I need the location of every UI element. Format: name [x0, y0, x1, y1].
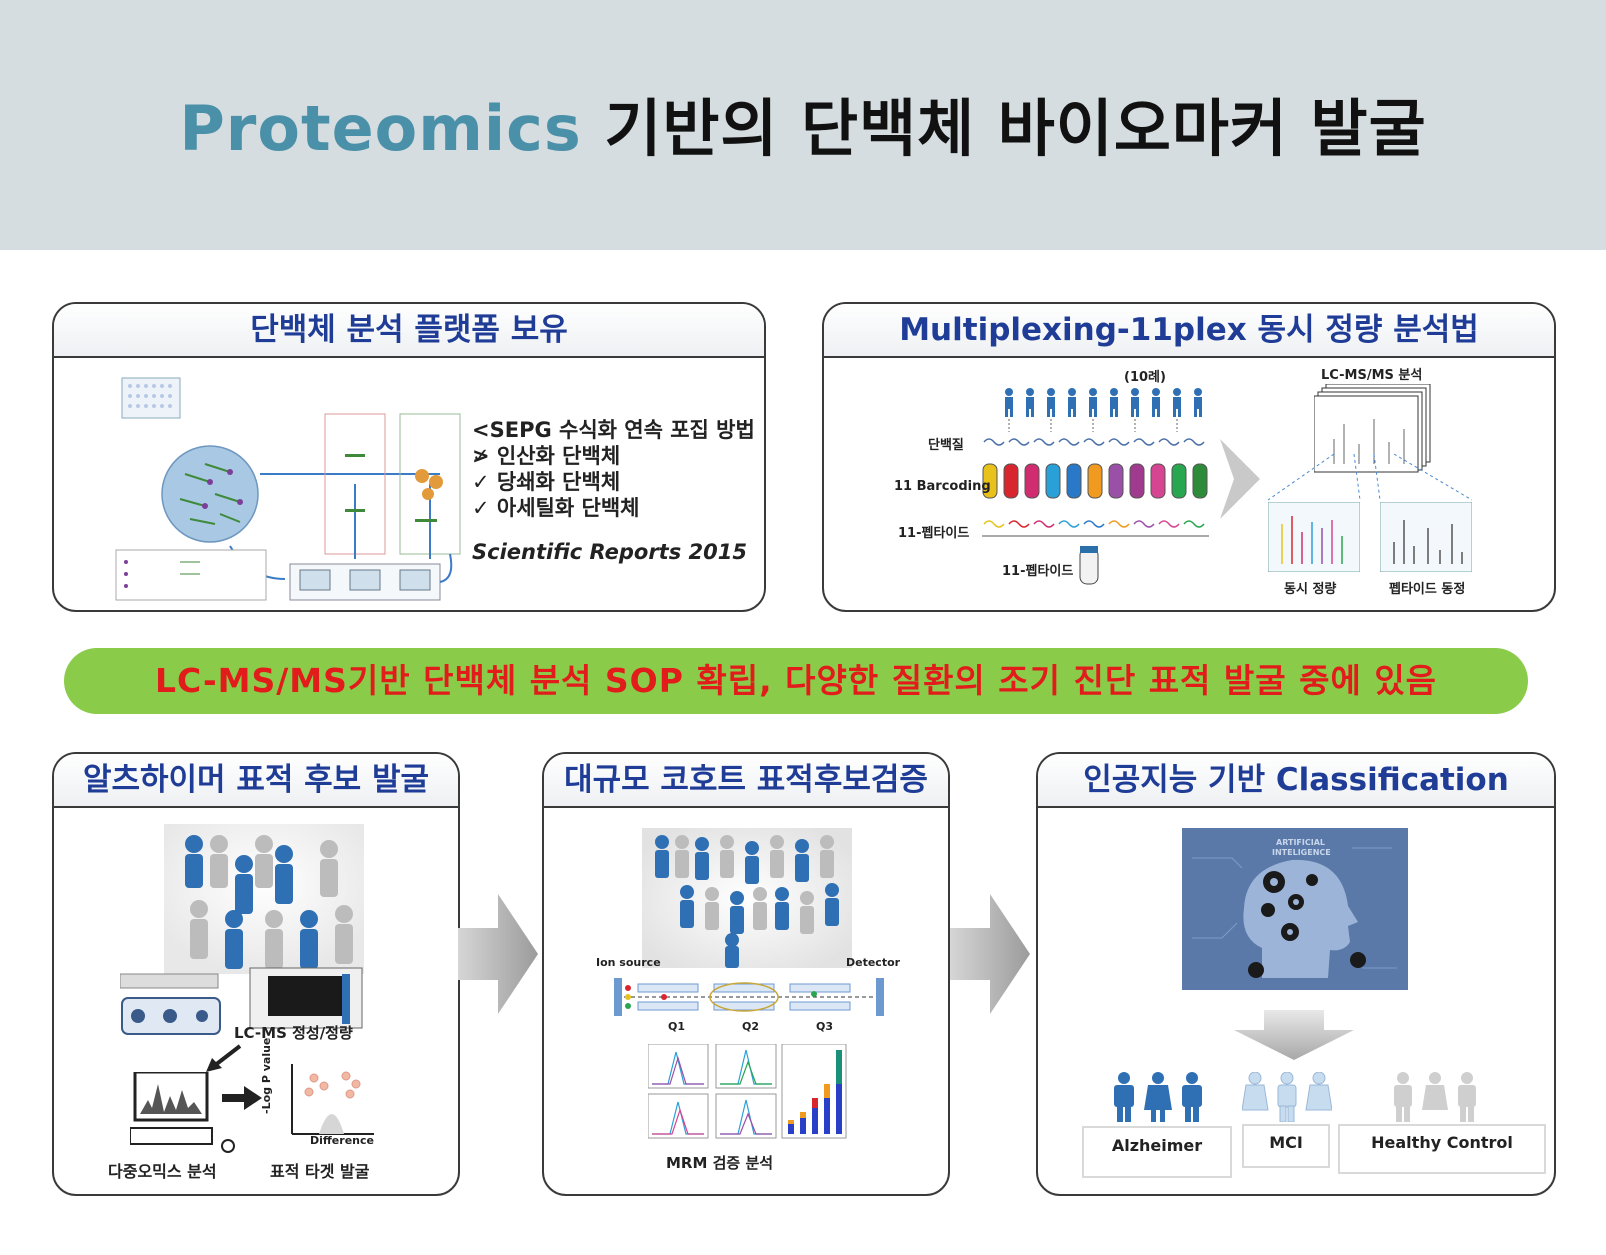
panel-protein-platform-title: 단백체 분석 플랫폼 보유 — [54, 304, 764, 358]
header-band — [0, 0, 1606, 250]
citation: Scientific Reports 2015 — [472, 540, 747, 564]
quad-q2-label: Q2 — [742, 1020, 760, 1033]
bottom-label-multiomics: 다중오믹스 분석 — [108, 1162, 217, 1181]
triple-quad-diagram — [614, 978, 884, 1016]
summary-banner: LC-MS/MS기반 단백체 분석 SOP 확립, 다양한 질환의 조기 진단 … — [64, 648, 1528, 714]
group-label-healthy: Healthy Control — [1338, 1124, 1546, 1174]
panel-protein-platform: 단백체 분석 플랫폼 보유 <SEPG 수식화 연속 포집 방법> ✓ 인산화 … — [52, 302, 766, 612]
ai-brain-image — [1182, 828, 1408, 990]
row-label-protein: 단백질 — [928, 438, 964, 453]
panel-ai-classification: 인공지능 기반 Classification ARTIFICIAL INTELI… — [1036, 752, 1556, 1196]
computer-icon — [130, 1072, 235, 1153]
arrow-right-icon — [950, 894, 1030, 1014]
title-rest: 기반의 단백체 바이오마커 발굴 — [581, 92, 1427, 165]
group-healthy-icons — [1394, 1072, 1476, 1122]
group-label-mci: MCI — [1242, 1124, 1330, 1168]
panel-alzheimer-target-title: 알츠하이머 표적 후보 발굴 — [54, 754, 458, 808]
arrow-right-icon — [458, 894, 538, 1014]
tube-label: 11-펩타이드 — [1002, 564, 1074, 579]
bottom-label-target: 표적 타겟 발굴 — [270, 1162, 370, 1181]
row-label-barcoding: 11 Barcoding — [894, 479, 991, 494]
ai-text-line2: INTELIGENCE — [1272, 848, 1331, 857]
sepg-item-glyco: ✓ 당쇄화 단백체 — [472, 470, 621, 494]
ion-source-label: Ion source — [596, 956, 661, 969]
mrm-chromatograms — [648, 1044, 847, 1139]
mrm-label: MRM 검증 분석 — [666, 1154, 774, 1172]
sepg-item-phospho: ✓ 인산화 단백체 — [472, 444, 621, 468]
quad-q1-label: Q1 — [668, 1020, 686, 1033]
group-label-alzheimer: Alzheimer — [1082, 1126, 1232, 1178]
group-alzheimer-icons — [1114, 1072, 1202, 1122]
spectrum-zoom-lines — [1267, 454, 1473, 501]
panel-cohort-validation-title: 대규모 코호트 표적후보검증 — [544, 754, 948, 808]
bottom-label-id: 펩타이드 동정 — [1389, 582, 1466, 597]
sepg-workflow-diagram — [115, 377, 461, 601]
crowd-image — [642, 828, 852, 968]
panel-cohort-validation: 대규모 코호트 표적후보검증 Ion source Detector — [542, 752, 950, 1196]
arrow-right-icon — [222, 1086, 262, 1110]
title-accent: Proteomics — [179, 92, 582, 165]
multiplex-diagram — [982, 388, 1209, 585]
panel-multiplexing-title: Multiplexing-11plex 동시 정량 분석법 — [824, 304, 1554, 358]
panel-alzheimer-target: 알츠하이머 표적 후보 발굴 LC-MS 정성/정량 — [52, 752, 460, 1196]
volcano-axis-y: -Log P value — [260, 1037, 273, 1114]
crowd-image — [164, 824, 364, 974]
ai-text-line1: ARTIFICIAL — [1276, 838, 1326, 847]
sepg-item-acetyl: ✓ 아세틸화 단백체 — [472, 496, 640, 520]
volcano-axis-x: Difference — [310, 1134, 374, 1147]
ms-spectra-stack — [1314, 384, 1431, 473]
arrow-right-icon — [1220, 439, 1260, 519]
arrow-down-icon — [1234, 1010, 1354, 1060]
sample-count-label: (10례) — [1124, 370, 1166, 385]
spectrum-id — [1380, 502, 1472, 572]
page-title: Proteomics 기반의 단백체 바이오마커 발굴 — [0, 78, 1606, 168]
bottom-label-quant: 동시 정량 — [1284, 582, 1337, 597]
row-label-peptide: 11-펩타이드 — [898, 526, 970, 541]
detector-label: Detector — [846, 956, 901, 969]
panel-multiplexing: Multiplexing-11plex 동시 정량 분석법 (10례) — [822, 302, 1556, 612]
panel-ai-classification-title: 인공지능 기반 Classification — [1038, 754, 1554, 808]
volcano-plot — [291, 1064, 374, 1135]
group-mci-icons — [1242, 1072, 1332, 1122]
spectrum-quant — [1268, 502, 1360, 572]
quad-q3-label: Q3 — [816, 1020, 834, 1033]
arrow-down-icon — [206, 1044, 242, 1072]
sepg-method-title: <SEPG 수식화 연속 포집 방법> — [472, 418, 755, 468]
mass-spectrometer-icon — [120, 967, 363, 1035]
lcms-label: LC-MS/MS 분석 — [1321, 368, 1423, 383]
lcms-qual-quant-label: LC-MS 정성/정량 — [234, 1024, 353, 1042]
